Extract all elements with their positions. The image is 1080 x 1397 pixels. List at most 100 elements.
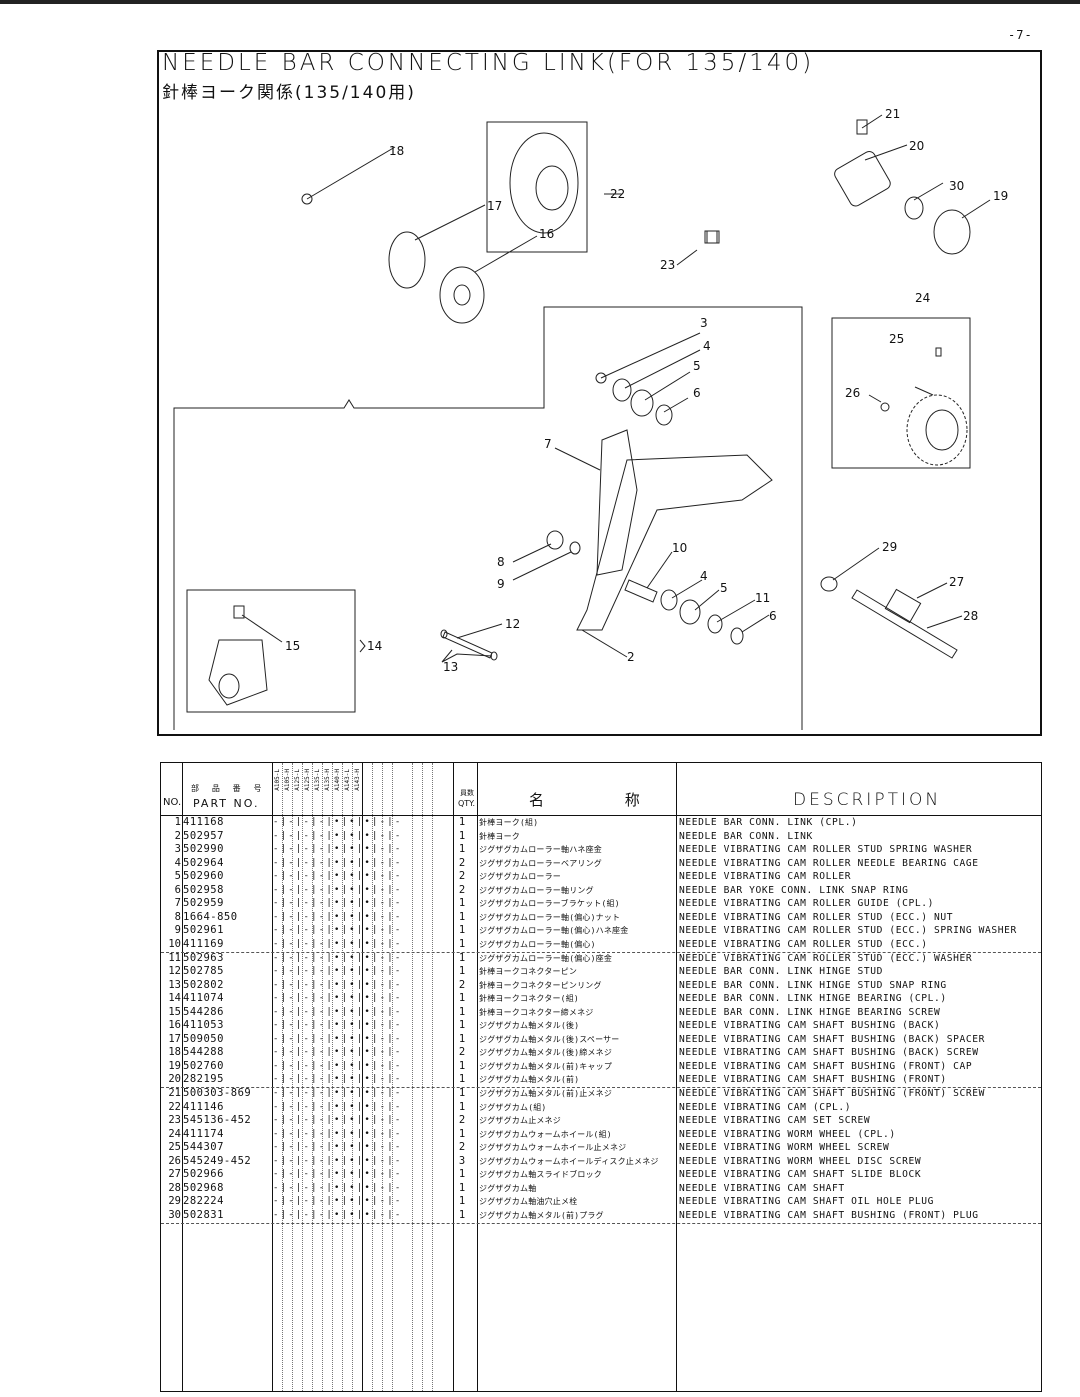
header-model: A143-H xyxy=(354,769,361,791)
part-21-shape xyxy=(856,119,868,135)
row-model-marks: -|-|-|-|•|•|•|-|- xyxy=(273,1196,403,1207)
callout-5-lower: 5 xyxy=(720,581,728,595)
part-30-shape xyxy=(904,196,924,220)
row-qty: 1 xyxy=(458,1127,466,1140)
row-name-jp: ジグザグカム軸メタル(後)締メネジ xyxy=(479,1048,613,1058)
row-qty: 1 xyxy=(458,1168,466,1181)
header-part-no: PART NO. xyxy=(193,797,260,810)
row-model-marks: -|-|-|-|•|•|•|-|- xyxy=(273,1209,403,1220)
part-17-shape xyxy=(388,231,426,289)
row-no: 3 xyxy=(174,843,181,856)
row-qty: 2 xyxy=(458,870,466,883)
part-12-shape xyxy=(442,631,493,659)
row-part-no: 411169 xyxy=(183,937,224,950)
row-description: NEEDLE BAR CONN. LINK HINGE STUD xyxy=(679,966,884,978)
callout-4: 4 xyxy=(703,339,711,353)
callout-4-lower: 4 xyxy=(700,569,708,583)
row-name-jp: ジグザグカム軸メタル(前)プラグ xyxy=(479,1210,604,1220)
row-model-marks: -|-|-|-|•|•|•|-|- xyxy=(273,884,403,895)
header-qty-jp: 員数 xyxy=(460,789,474,797)
row-part-no: 282224 xyxy=(183,1195,224,1208)
row-name-jp: 針棒ヨークコネクター締メネジ xyxy=(479,1007,594,1017)
row-description: NEEDLE BAR CONN. LINK HINGE BEARING (CPL… xyxy=(679,993,947,1005)
row-description: NEEDLE VIBRATING WORM WHEEL (CPL.) xyxy=(679,1128,896,1140)
exploded-parts-diagram: 2 3 4 5 6 7 8 9 10 11 12 13 14 15 16 17 … xyxy=(173,107,1008,730)
header-name-jp: 名 称 xyxy=(529,791,678,809)
row-no: 28 xyxy=(168,1181,181,1194)
callout-15: 15 xyxy=(285,639,300,653)
callout-8: 8 xyxy=(497,555,505,569)
row-part-no: 502966 xyxy=(183,1168,224,1181)
row-part-no: 545136-452 xyxy=(183,1114,252,1127)
row-part-no: 502802 xyxy=(183,978,224,991)
page-title: NEEDLE BAR CONNECTING LINK(FOR 135/140) xyxy=(162,50,815,76)
row-part-no: 411146 xyxy=(183,1100,224,1113)
table-header: 部 品 番 号 NO. PART NO. A105-L A105-H A125-… xyxy=(161,763,1041,816)
part-9-shape xyxy=(569,541,581,555)
row-qty: 3 xyxy=(458,1154,466,1167)
row-no: 26 xyxy=(168,1154,181,1167)
callout-30: 30 xyxy=(949,179,964,193)
worm-wheel-subassembly-box xyxy=(831,317,971,469)
callout-18: 18 xyxy=(389,144,404,158)
row-name-jp: ジグザグカムローラー軸(偏心)座金 xyxy=(479,953,613,963)
header-qty: QTY. xyxy=(458,799,475,808)
row-name-jp: ジグザグカムローラーブラケット(組) xyxy=(479,899,620,909)
row-no: 13 xyxy=(168,978,181,991)
row-part-no: 282195 xyxy=(183,1073,224,1086)
row-no: 1 xyxy=(174,816,181,828)
row-qty: 1 xyxy=(458,1032,466,1045)
row-model-marks: -|-|-|-|•|•|•|-|- xyxy=(273,938,403,949)
row-qty: 1 xyxy=(458,924,466,937)
row-name-jp: 針棒ヨークコネクターピンリング xyxy=(479,980,602,990)
row-part-no: 502959 xyxy=(183,897,224,910)
part-18-shape xyxy=(301,193,313,205)
row-model-marks: -|-|-|-|•|•|•|-|- xyxy=(273,1060,403,1071)
row-no: 18 xyxy=(168,1046,181,1059)
header-model: A105-H xyxy=(284,769,291,791)
row-part-no: 502961 xyxy=(183,924,224,937)
callout-6-lower: 6 xyxy=(769,609,777,623)
row-qty: 1 xyxy=(458,951,466,964)
row-model-marks: -|-|-|-|•|•|•|-|- xyxy=(273,1047,403,1058)
row-name-jp: ジグザグカムローラー xyxy=(479,872,561,882)
part-26-shape xyxy=(880,402,890,412)
row-name-jp: ジグザグカム止メネジ xyxy=(479,1116,561,1126)
row-no: 24 xyxy=(168,1127,181,1140)
row-model-marks: -|-|-|-|•|•|•|-|- xyxy=(273,1128,403,1139)
row-name-jp: ジグザグカムローラー軸リング xyxy=(479,885,594,895)
row-qty: 2 xyxy=(458,1114,466,1127)
row-model-marks: -|-|-|-|•|•|•|-|- xyxy=(273,1142,403,1153)
row-no: 9 xyxy=(174,924,181,937)
header-model: A140-H xyxy=(334,769,341,791)
row-no: 25 xyxy=(168,1141,181,1154)
row-no: 14 xyxy=(168,992,181,1005)
row-qty: 2 xyxy=(458,883,466,896)
callout-25: 25 xyxy=(889,332,904,346)
col-divider-qty xyxy=(453,763,454,1391)
row-model-marks: -|-|-|-|•|•|•|-|- xyxy=(273,952,403,963)
row-description: NEEDLE VIBRATING WORM WHEEL DISC SCREW xyxy=(679,1155,922,1167)
row-name-jp: ジグザグカムウォームホイール止メネジ xyxy=(479,1143,627,1153)
row-name-jp: ジグザグカムローラー軸(偏心) xyxy=(479,939,596,949)
row-no: 10 xyxy=(168,937,181,950)
callout-20: 20 xyxy=(909,139,924,153)
parts-table: 部 品 番 号 NO. PART NO. A105-L A105-H A125-… xyxy=(160,762,1042,1392)
header-model: A105-L xyxy=(274,769,281,791)
row-name-jp: ジグザグカムローラー軸(偏心)ナット xyxy=(479,912,621,922)
row-qty: 1 xyxy=(458,1073,466,1086)
